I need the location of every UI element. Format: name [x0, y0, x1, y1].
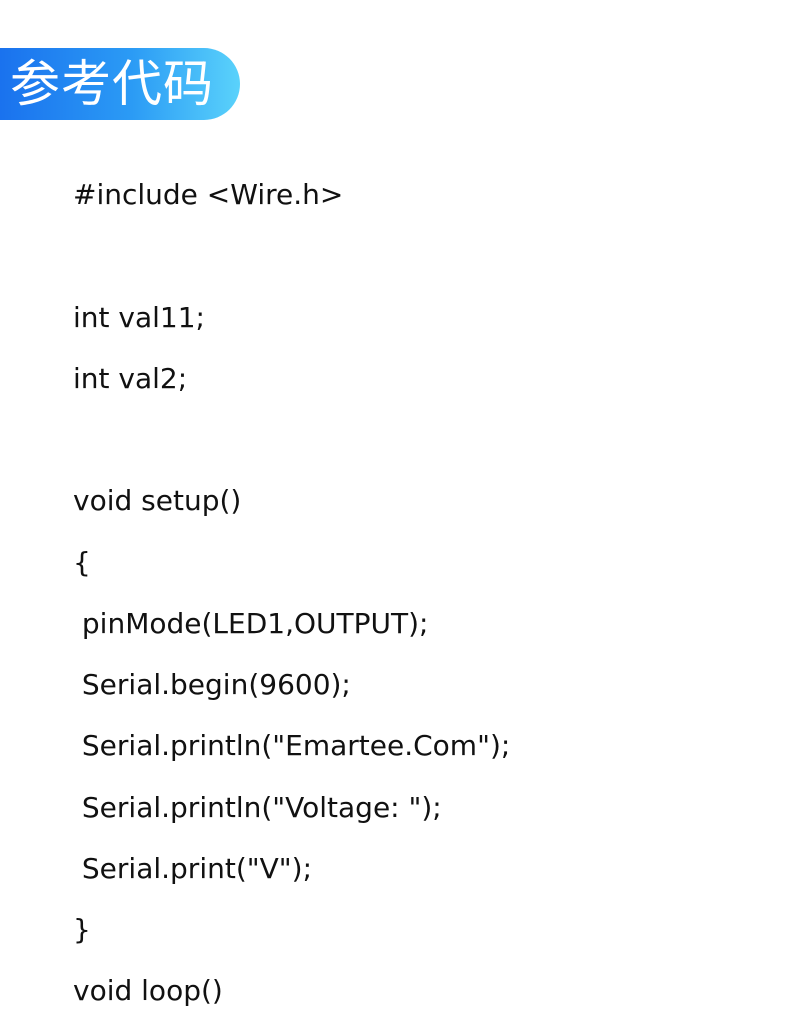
- code-line: Serial.print("V");: [73, 851, 313, 885]
- section-heading-banner: 参考代码: [0, 48, 240, 120]
- code-line: int val11;: [73, 300, 205, 334]
- code-line: void setup(): [73, 483, 242, 517]
- code-line: Serial.begin(9600);: [73, 667, 351, 701]
- code-line: pinMode(LED1,OUTPUT);: [73, 606, 429, 640]
- code-line: {: [73, 545, 91, 579]
- section-heading-title: 参考代码: [10, 55, 214, 113]
- code-line: int val2;: [73, 361, 188, 395]
- code-line: Serial.println("Voltage: ");: [73, 790, 442, 824]
- code-line: void loop(): [73, 973, 223, 1007]
- code-line: Serial.println("Emartee.Com");: [73, 728, 511, 762]
- code-line: }: [73, 912, 91, 946]
- code-line: #include <Wire.h>: [73, 177, 344, 211]
